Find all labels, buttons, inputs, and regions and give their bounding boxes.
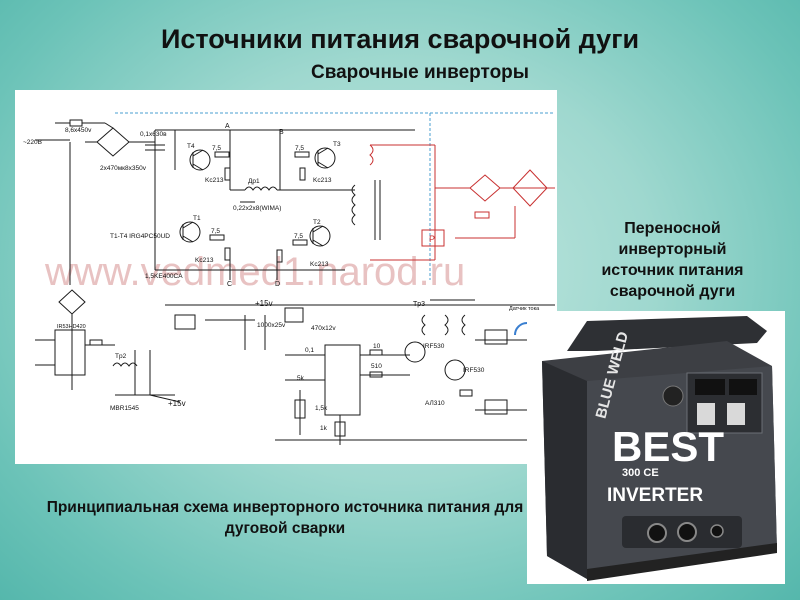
label-sensor: Датчик тока — [509, 306, 540, 312]
mode-button-left[interactable] — [697, 403, 715, 425]
label-r75-bottom-left: 7,5 — [211, 228, 220, 235]
label-cap-1000: 1000x25v — [257, 322, 286, 329]
label-choke: Др1 — [248, 178, 260, 185]
label-t1: T1 — [193, 215, 201, 222]
slide-subtitle: Сварочные инверторы — [310, 62, 530, 83]
label-r75-bottom-right: 7,5 — [294, 233, 303, 240]
output-rectifier-section — [369, 144, 555, 261]
label-node-d: D — [275, 281, 280, 288]
label-protect: 1,5KE400CA — [145, 273, 183, 280]
label-kc213-bottom-right: Kc213 — [310, 261, 329, 268]
schematic-caption: Принципиальная схема инверторного источн… — [46, 499, 524, 537]
label-t3: T3 — [333, 141, 341, 148]
label-ic-left: IR53HD420 — [57, 324, 86, 330]
label-r510: 510 — [371, 363, 382, 370]
label-tr2: Tp2 — [115, 353, 127, 360]
label-coupling: 0,22x2x8(WIMA) — [233, 205, 281, 212]
display-right — [729, 379, 757, 395]
label-kc213-top-left: Kc213 — [205, 177, 224, 184]
label-tr3: Tp3 — [413, 301, 425, 308]
adjust-knob[interactable] — [662, 385, 684, 407]
slide-title: Источники питания сварочной дуги — [160, 24, 640, 54]
device-type-label: INVERTER — [607, 485, 703, 506]
socket-negative-icon[interactable] — [647, 523, 667, 543]
label-mains: ~220В — [23, 139, 42, 146]
label-mbr: MBR1545 — [110, 405, 139, 412]
label-kc213-top-right: Kc213 — [313, 177, 332, 184]
label-r1k: 1k — [320, 425, 328, 432]
label-node-c: C — [227, 281, 232, 288]
label-node-b: B — [279, 129, 284, 136]
label-kc213-bottom-left: Kc213 — [195, 257, 214, 264]
inverter-device-illustration: BLUE WELD BEST 300 CE INVERTER — [542, 316, 777, 581]
label-t2: T2 — [313, 219, 321, 226]
schematic-watermark: www.vedmed1.narod.ru — [44, 250, 465, 294]
label-cap-470: 470x12v — [311, 325, 336, 332]
inverter-schematic: www.vedmed1.narod.ru — [15, 90, 557, 464]
label-irf530-a: IRF530 — [423, 343, 445, 350]
label-r01: 0,1 — [305, 347, 314, 354]
label-transistors: T1-T4 IRG4PC50UD — [110, 233, 170, 240]
label-r75-top-left: 7,5 — [212, 145, 221, 152]
schematic-wiring — [35, 112, 555, 445]
socket-positive-icon[interactable] — [677, 522, 697, 542]
mode-button-right[interactable] — [727, 403, 745, 425]
model-sub: 300 CE — [622, 467, 659, 479]
label-node-a: A — [225, 123, 230, 130]
control-socket-icon[interactable] — [710, 524, 724, 538]
label-r10: 10 — [373, 343, 381, 350]
label-cap-b: 0,1x630в — [140, 131, 167, 138]
label-plus15-top: +15v — [255, 299, 273, 308]
label-p: P — [429, 234, 435, 244]
inverter-photo: BLUE WELD BEST 300 CE INVERTER — [527, 311, 785, 584]
label-cap-bank: 2x470мк8x350v — [100, 165, 147, 172]
label-irf530-b: IRF530 — [463, 367, 485, 374]
label-al310: АЛ310 — [425, 400, 445, 407]
label-cap-a: 8,6x450v — [65, 127, 92, 134]
device-handle — [567, 316, 767, 351]
label-r15k: 1,5k — [315, 405, 328, 412]
label-r5k: 5k — [297, 375, 305, 382]
label-t4: T4 — [187, 143, 195, 150]
label-plus15-bottom: +15v — [168, 399, 186, 408]
device-caption: Переносной инверторный источник питания … — [601, 220, 744, 300]
label-r75-top-right: 7,5 — [295, 145, 304, 152]
model-name: BEST — [612, 423, 724, 470]
display-left — [695, 379, 725, 395]
schematic-drawing: www.vedmed1.narod.ru — [23, 112, 555, 445]
